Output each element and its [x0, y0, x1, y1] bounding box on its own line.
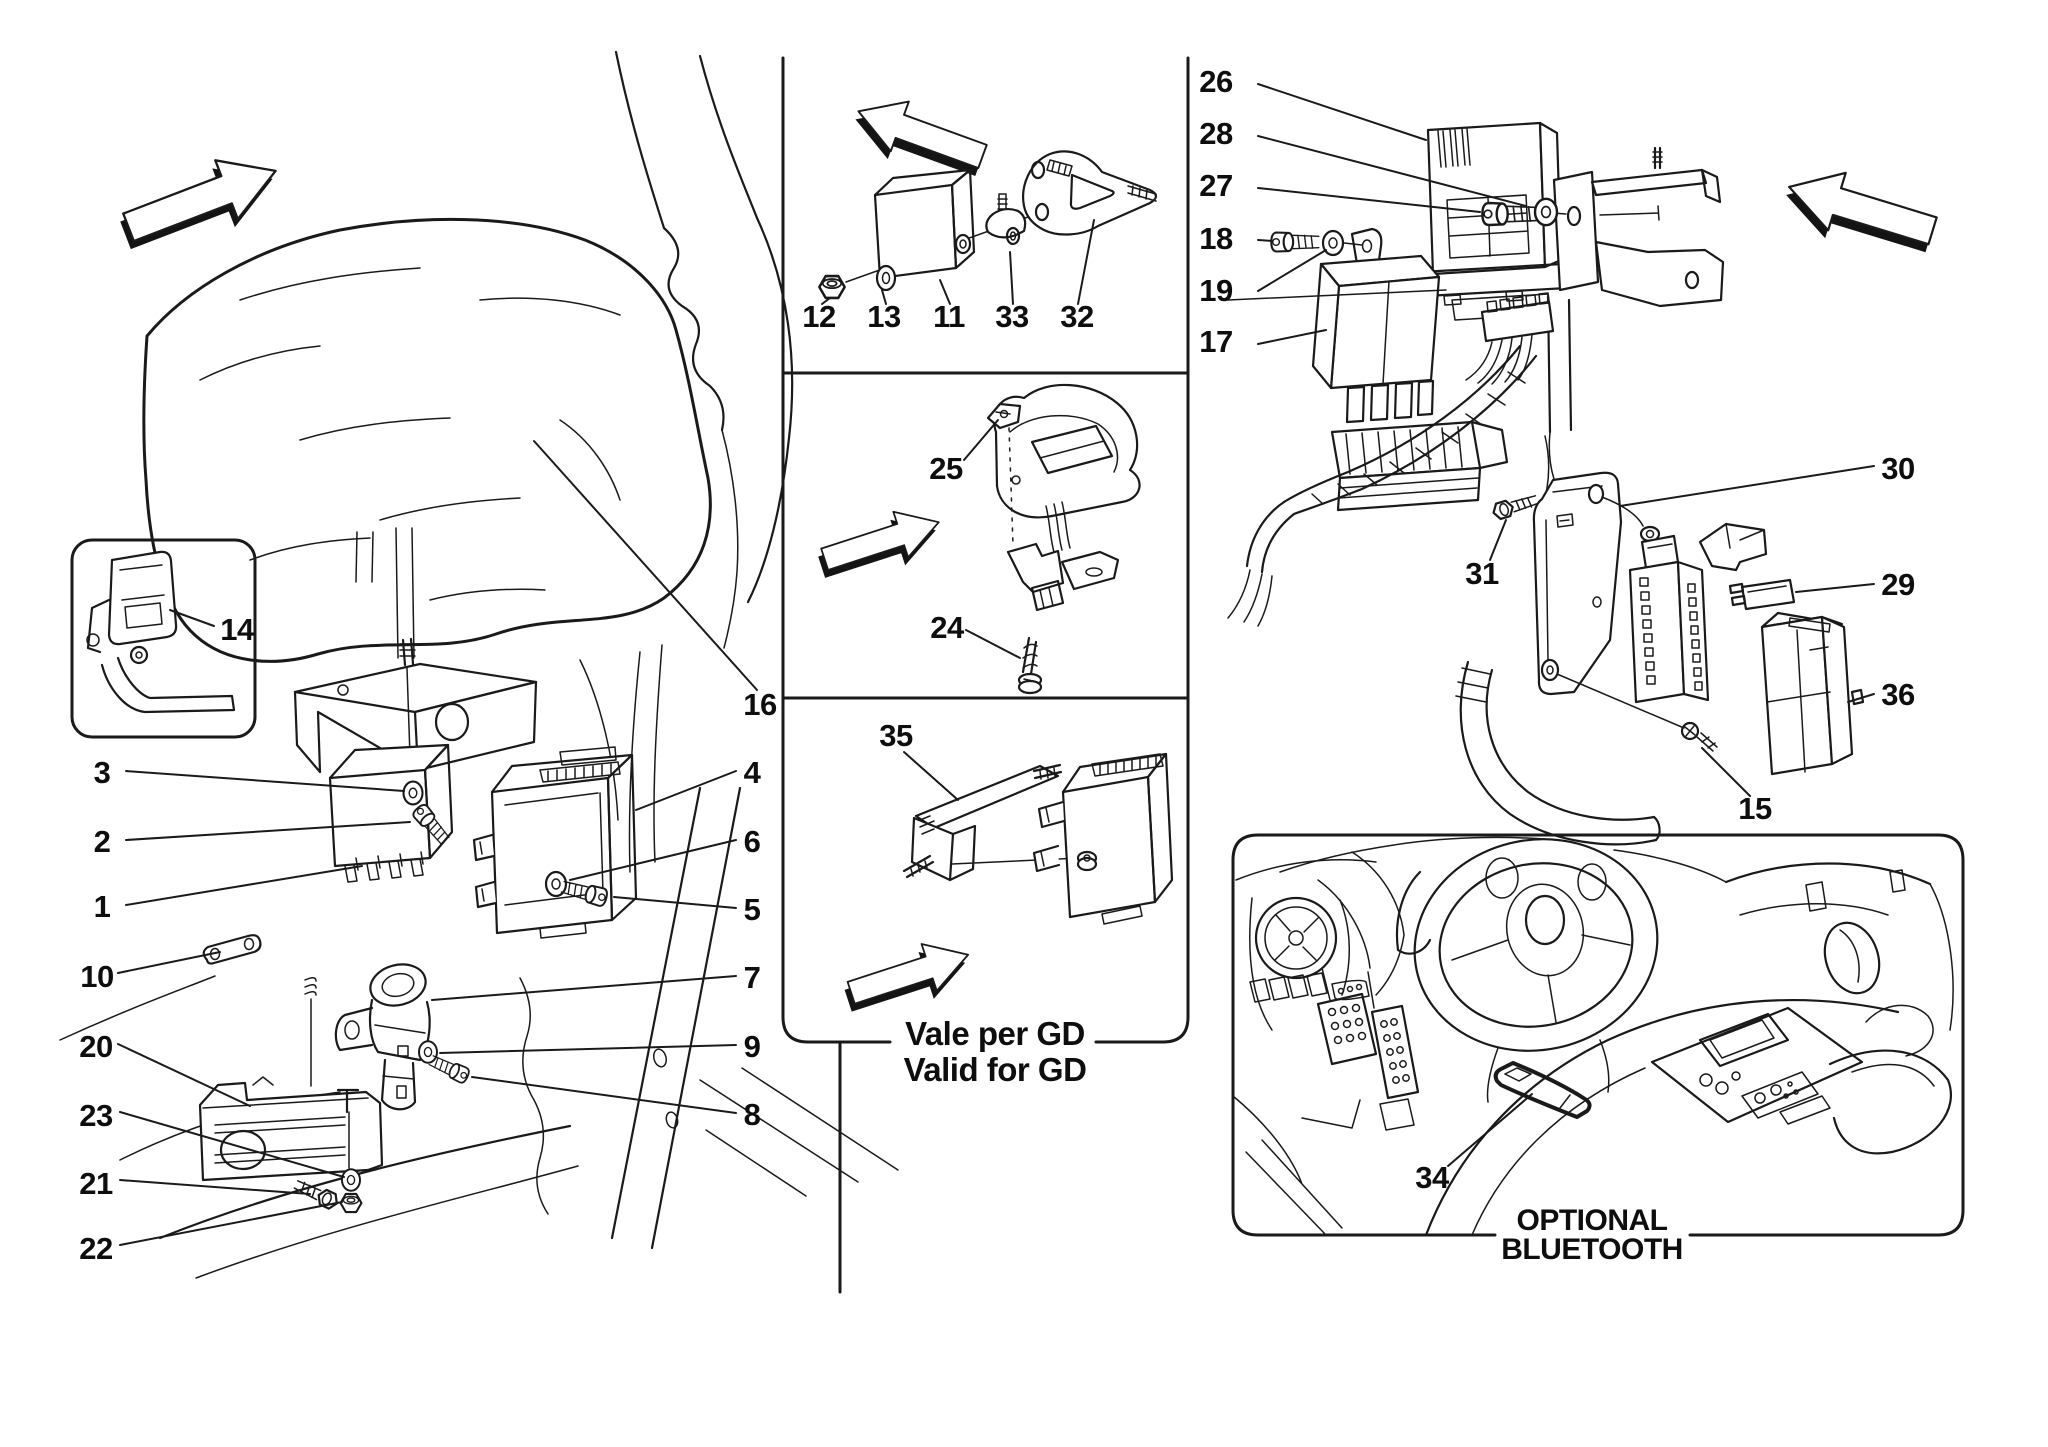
part-13-washer: [875, 264, 897, 292]
arrow-panel3-icon: [840, 930, 977, 1025]
gd-ecu-box: [1032, 752, 1174, 925]
callout-26: 26: [1199, 64, 1233, 99]
callout-16: 16: [743, 687, 777, 722]
callout-20: 20: [79, 1029, 113, 1064]
callout-23: 23: [79, 1098, 113, 1133]
part-9-washer: [418, 1040, 438, 1064]
callout-5: 5: [743, 892, 761, 927]
part-32-bracket: [1022, 150, 1158, 236]
caption-vale-per-gd: Vale per GD: [905, 1015, 1085, 1052]
part-19-washer: [1321, 229, 1345, 257]
fuse-holder-clip: [1698, 522, 1768, 572]
panel-borders: [70, 56, 1965, 1294]
part-20-bracket: [198, 1076, 384, 1182]
caption-optional: OPTIONAL: [1516, 1204, 1669, 1237]
callout-17: 17: [1199, 324, 1233, 359]
callout-6: 6: [743, 824, 761, 859]
callout-36: 36: [1881, 677, 1915, 712]
ecu-mount-bracket: [1539, 146, 1725, 434]
arrow-top-right-icon: [1777, 157, 1943, 268]
arrow-front-left-icon: [114, 140, 289, 265]
steering-wheel: [1413, 838, 1659, 1052]
callout-15: 15: [1738, 791, 1772, 826]
part-12-nut: [818, 274, 846, 300]
part-14-device: [86, 550, 236, 714]
panel3-assembly: [902, 752, 1174, 925]
callout-32: 32: [1060, 299, 1094, 334]
mounting-bracket-top: [293, 637, 538, 787]
panel1-assembly: [818, 150, 1158, 300]
part-4-ecu: [472, 746, 638, 939]
part-28-washer: [1533, 197, 1559, 227]
callout-29: 29: [1881, 567, 1915, 602]
callout-22: 22: [79, 1231, 113, 1266]
part-18-screw: [1270, 231, 1320, 253]
caption-valid-for-gd: Valid for GD: [903, 1051, 1087, 1088]
callout-11: 11: [933, 299, 965, 334]
callout-leader-lines: [117, 83, 1875, 1246]
car-body-lines: [59, 50, 899, 1279]
dashboard-view: [1232, 836, 1954, 1237]
callout-14: 14: [220, 612, 254, 647]
callout-8: 8: [743, 1097, 761, 1132]
panel2-assembly: [986, 383, 1141, 695]
caption-bluetooth: BLUETOOTH: [1501, 1233, 1683, 1266]
callout-21: 21: [79, 1166, 113, 1201]
callout-13: 13: [867, 299, 901, 334]
pedals: [1301, 967, 1420, 1131]
part-10-pin: [202, 934, 262, 965]
part-3-washer: [402, 780, 424, 806]
part-7-ignition-switch: [304, 963, 431, 1111]
part-15-screw: [1680, 721, 1718, 752]
wiring-harness: [1227, 289, 1550, 627]
part-36-cover: [1760, 611, 1865, 776]
corrugated-hose: [1455, 431, 1661, 846]
part-1-ecu: [328, 743, 454, 883]
part-29-fuse: [1728, 578, 1796, 611]
callout-4: 4: [743, 755, 761, 790]
callout-3: 3: [93, 755, 111, 790]
part-22-nut: [339, 1192, 363, 1214]
connector-block: [1330, 420, 1509, 512]
callout-18: 18: [1199, 221, 1233, 256]
part-30-plate: [1532, 471, 1623, 696]
callout-33: 33: [995, 299, 1029, 334]
callout-28: 28: [1199, 116, 1233, 151]
callout-9: 9: [743, 1029, 761, 1064]
part-34-bluetooth-module: [1493, 1061, 1592, 1119]
callout-1: 1: [93, 889, 111, 924]
part-35-strap: [902, 763, 1063, 882]
callout-7: 7: [743, 960, 761, 995]
part-23-washer: [341, 1168, 361, 1192]
protective-cover-cloth: [142, 217, 712, 663]
callout-30: 30: [1881, 451, 1915, 486]
harness-connector: [1465, 292, 1555, 385]
callout-19: 19: [1199, 273, 1233, 308]
callout-24: 24: [930, 610, 964, 645]
part-33-clamp: [985, 193, 1027, 246]
callout-34: 34: [1415, 1160, 1449, 1195]
callout-35: 35: [879, 718, 913, 753]
fuse-terminal-block: [1628, 534, 1710, 704]
part-11-ecu: [873, 168, 976, 280]
part-25-clip: [986, 402, 1022, 430]
part-24-screw: [1017, 636, 1043, 695]
callout-25: 25: [929, 451, 963, 486]
screw-axis-line: [1556, 673, 1685, 729]
part-17-relay: [1311, 254, 1441, 424]
part-31-screw: [1490, 490, 1541, 522]
relay-mount-ear: [1343, 227, 1383, 266]
callout-10: 10: [80, 959, 114, 994]
right-top-assembly: [1227, 121, 1725, 627]
callout-31: 31: [1465, 556, 1499, 591]
callout-27: 27: [1199, 168, 1233, 203]
callout-2: 2: [93, 824, 111, 859]
right-middle-assembly: [1455, 431, 1865, 846]
arrow-panel2-icon: [814, 498, 948, 591]
callout-12: 12: [802, 299, 836, 334]
